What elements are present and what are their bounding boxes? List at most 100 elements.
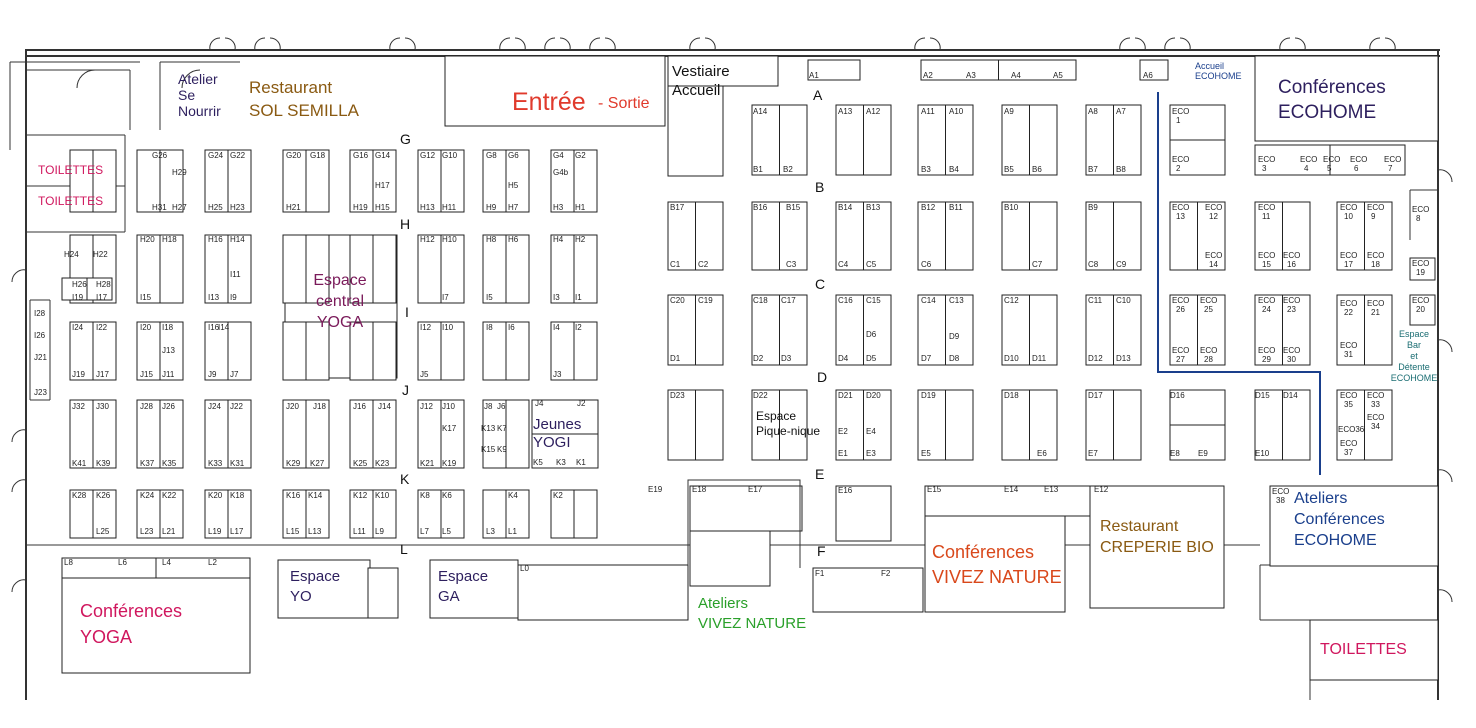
stand-code: E15 (927, 485, 942, 494)
stand-code: L9 (375, 527, 384, 536)
stand-code: D4 (838, 354, 849, 363)
stand-code: G14 (375, 151, 391, 160)
espace-yo-box (277, 559, 371, 619)
stand-code: J11 (162, 370, 175, 379)
stand-code: K13 (481, 424, 496, 433)
stand-code: I28 (34, 309, 46, 318)
stand-code: J20 (286, 402, 299, 411)
row-letter: D (817, 369, 827, 385)
stand-code: B15 (786, 203, 801, 212)
stand-code: H1 (575, 203, 586, 212)
stand-code: D15 (1255, 391, 1270, 400)
stand-code: H29 (172, 168, 187, 177)
row-letter: F (817, 543, 826, 559)
area-label-toilettes-1: TOILETTES (38, 163, 103, 177)
stand-code: H12 (420, 235, 435, 244)
stand-code: H25 (208, 203, 223, 212)
stand-code: B1 (753, 165, 763, 174)
stand-code: J12 (420, 402, 433, 411)
stand-code: D18 (1004, 391, 1019, 400)
stand-code: J8 (484, 402, 493, 411)
stand-code: J14 (378, 402, 391, 411)
stand-code: H28 (96, 280, 111, 289)
stand-code: K10 (375, 491, 390, 500)
stand-code: J22 (230, 402, 243, 411)
stand-block (835, 485, 892, 542)
row-letter: B (815, 179, 824, 195)
area-label-toilettes-3: TOILETTES (1320, 641, 1407, 658)
stand-code: G2 (575, 151, 586, 160)
espace-ga-box (429, 559, 519, 619)
stand-code: I2 (575, 323, 582, 332)
stand-code: E12 (1094, 485, 1109, 494)
stand-code: E18 (692, 485, 707, 494)
stand-code: D20 (866, 391, 881, 400)
stand-block (807, 59, 861, 81)
stand-code: K19 (442, 459, 457, 468)
stand-code: H22 (93, 250, 108, 259)
stand-code: E4 (866, 427, 876, 436)
stand-code: I7 (442, 293, 449, 302)
stand-code: H23 (230, 203, 245, 212)
stand-block (1409, 294, 1436, 326)
stand-code: H4 (553, 235, 564, 244)
stand-code: H16 (208, 235, 223, 244)
stand-code: B6 (1032, 165, 1042, 174)
stand-code: C13 (949, 296, 964, 305)
stand-code: L3 (486, 527, 495, 536)
stand-code: I3 (553, 293, 560, 302)
stand-code: D19 (921, 391, 936, 400)
stand-code: E7 (1088, 449, 1098, 458)
row-letter: J (402, 382, 409, 398)
row-letter: E (815, 466, 824, 482)
stand-code: K29 (286, 459, 301, 468)
stand-code: I22 (96, 323, 108, 332)
stand-code: D16 (1170, 391, 1185, 400)
stand-code: I26 (34, 331, 46, 340)
stand-code: B5 (1004, 165, 1014, 174)
stand-code: G4b (553, 168, 569, 177)
stand-code: I13 (208, 293, 220, 302)
stand-code: I14 (218, 323, 230, 332)
stand-code: E2 (838, 427, 848, 436)
stand-code: C20 (670, 296, 685, 305)
stand-code: A11 (921, 107, 935, 116)
stand-code: K27 (310, 459, 325, 468)
stand-code: D12 (1088, 354, 1103, 363)
stand-code: C12 (1004, 296, 1019, 305)
stand-code: C4 (838, 260, 849, 269)
stand-code: K4 (508, 491, 518, 500)
stand-code: G24 (208, 151, 224, 160)
stand-code: A9 (1004, 107, 1014, 116)
stand-code: I16 (208, 323, 220, 332)
stand-code: L0 (520, 564, 529, 573)
area-label-entree: Entrée (512, 88, 586, 116)
stand-boxes (61, 59, 1436, 579)
